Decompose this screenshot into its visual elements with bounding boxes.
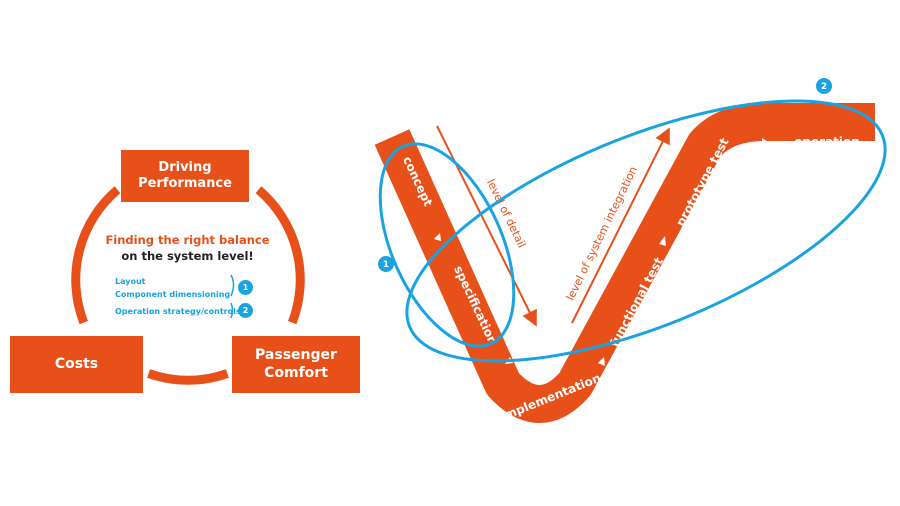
ring-arc-bottom <box>147 369 229 385</box>
level-of-detail-arrow <box>436 125 537 327</box>
v-band <box>374 103 875 423</box>
ring-arc-right <box>255 186 305 325</box>
comfort-label-line2: Comfort <box>264 364 328 381</box>
band-arrow-impl-right <box>598 357 605 366</box>
band-arrow-functional <box>659 236 666 246</box>
driving-label-line2: Performance <box>138 176 232 191</box>
balance-subline: on the system level! <box>121 248 254 263</box>
item-layout: Layout <box>115 277 146 286</box>
driving-performance-box: Driving Performance <box>121 150 249 202</box>
passenger-comfort-box: Passenger Comfort <box>232 336 360 393</box>
balance-ring <box>71 186 305 385</box>
band-arrow-concept <box>434 233 441 241</box>
item-badge-2: 2 <box>238 303 253 318</box>
ellipse-badge-1-circle <box>378 256 394 272</box>
system-integration-arrow <box>571 127 670 324</box>
band-arrow-prototype <box>762 138 769 147</box>
stage-operation: operation <box>794 135 860 149</box>
ellipse-badge-2: 2 <box>821 82 827 92</box>
ellipse-badge-1: 1 <box>383 260 389 270</box>
balance-headline-block: Finding the right balance on the system … <box>100 233 275 264</box>
comfort-label-line1: Passenger <box>255 347 337 363</box>
item-operation-strategy: Operation strategy/controls <box>115 307 241 316</box>
costs-label: Costs <box>54 355 99 372</box>
item-badge-1: 1 <box>238 280 253 295</box>
item-component-dimensioning: Component dimensioning <box>115 290 231 299</box>
costs-box: Costs <box>10 336 143 393</box>
ring-arc-left <box>71 186 121 325</box>
balance-headline: Finding the right balance <box>105 233 270 247</box>
driving-label-line1: Driving <box>158 159 212 175</box>
ellipse-badge-2-circle <box>816 78 832 94</box>
ellipse-2 <box>405 99 887 363</box>
ellipse-1 <box>378 142 516 348</box>
